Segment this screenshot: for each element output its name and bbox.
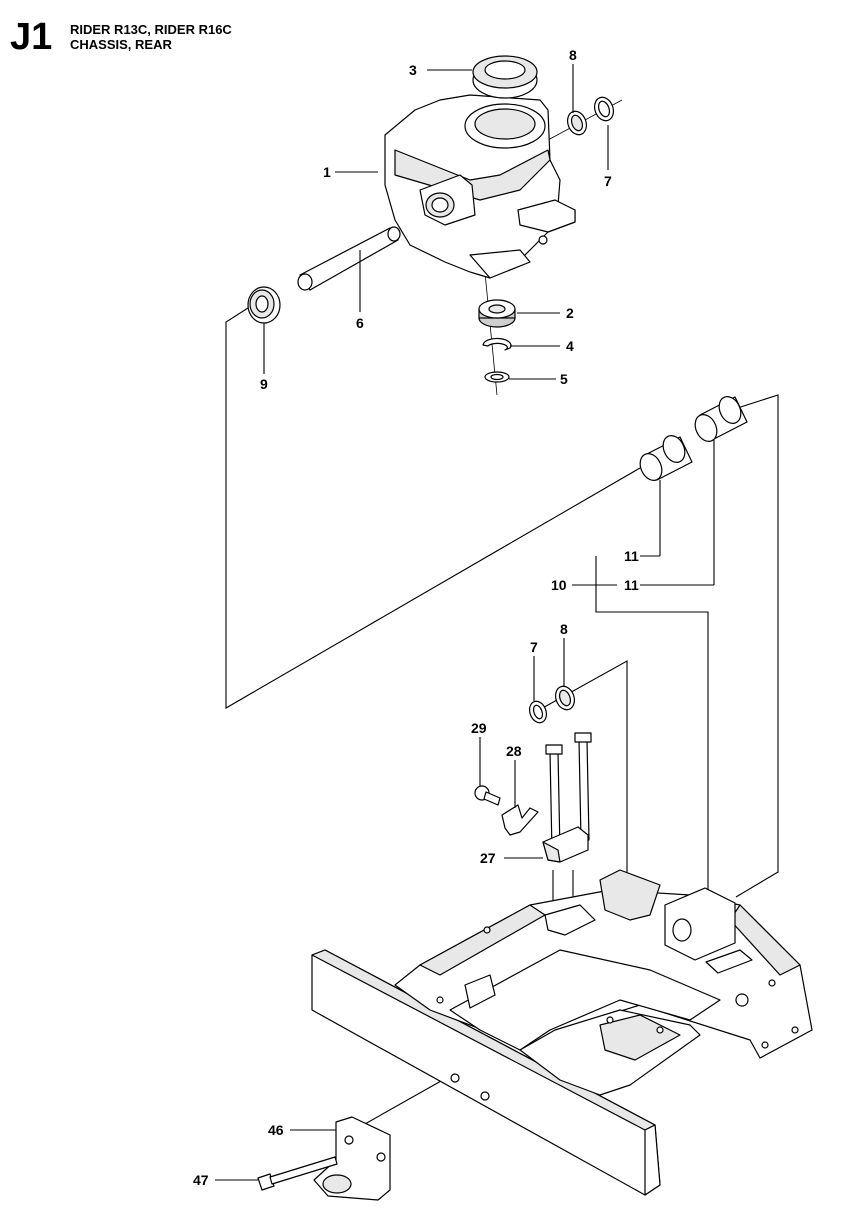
sleeve-part-right: [694, 396, 748, 442]
callout-27: 27: [480, 850, 496, 866]
diagram-header: J1 RIDER R13C, RIDER R16C CHASSIS, REAR: [10, 18, 330, 58]
callout-10: 10: [551, 577, 567, 593]
callout-1: 1: [323, 164, 331, 180]
seal-ring-part: [472, 55, 538, 99]
hex-bolt-part: [257, 1156, 338, 1191]
pin-part: [297, 226, 401, 291]
bearing-part: [478, 299, 516, 328]
steering-housing-part: [384, 94, 576, 279]
bracket-plate-part: [313, 1116, 391, 1201]
callout-4: 4: [566, 338, 574, 354]
callout-6: 6: [356, 315, 364, 331]
callout-5: 5: [560, 371, 568, 387]
washer-part: [484, 371, 510, 383]
callout-47: 47: [193, 1172, 209, 1188]
callout-leaders: [215, 64, 715, 1181]
section-code: J1: [10, 16, 53, 58]
ring-part-middle: [528, 685, 576, 724]
callout-46: 46: [268, 1122, 284, 1138]
callout-8-mid: 8: [560, 621, 568, 637]
callout-28: 28: [506, 743, 522, 759]
long-bolt-part: [545, 732, 592, 853]
callout-11-a: 11: [624, 548, 639, 564]
sleeve-part-left: [639, 435, 693, 481]
callout-2: 2: [566, 305, 574, 321]
clip-part: [501, 804, 539, 836]
callout-3: 3: [409, 62, 417, 78]
circlip-part: [482, 337, 512, 351]
callout-29: 29: [471, 720, 487, 736]
mount-bracket-part: [542, 826, 589, 863]
callout-labels: 3 1 8 7 6 9 2 4 5 11 10 11 7 8 29 28 27 …: [193, 47, 639, 1188]
diagram-subtitle: CHASSIS, REAR: [70, 37, 172, 52]
callout-9: 9: [260, 376, 268, 392]
callout-7-mid: 7: [530, 639, 538, 655]
bushing-part: [247, 286, 281, 324]
callout-8-top: 8: [569, 47, 577, 63]
chassis-frame-part: [311, 869, 813, 1196]
ring-part-top: [566, 96, 615, 136]
callout-11-b: 11: [624, 577, 639, 593]
model-names: RIDER R13C, RIDER R16C: [70, 22, 232, 37]
screw-part: [474, 785, 501, 806]
callout-7-top: 7: [604, 173, 612, 189]
